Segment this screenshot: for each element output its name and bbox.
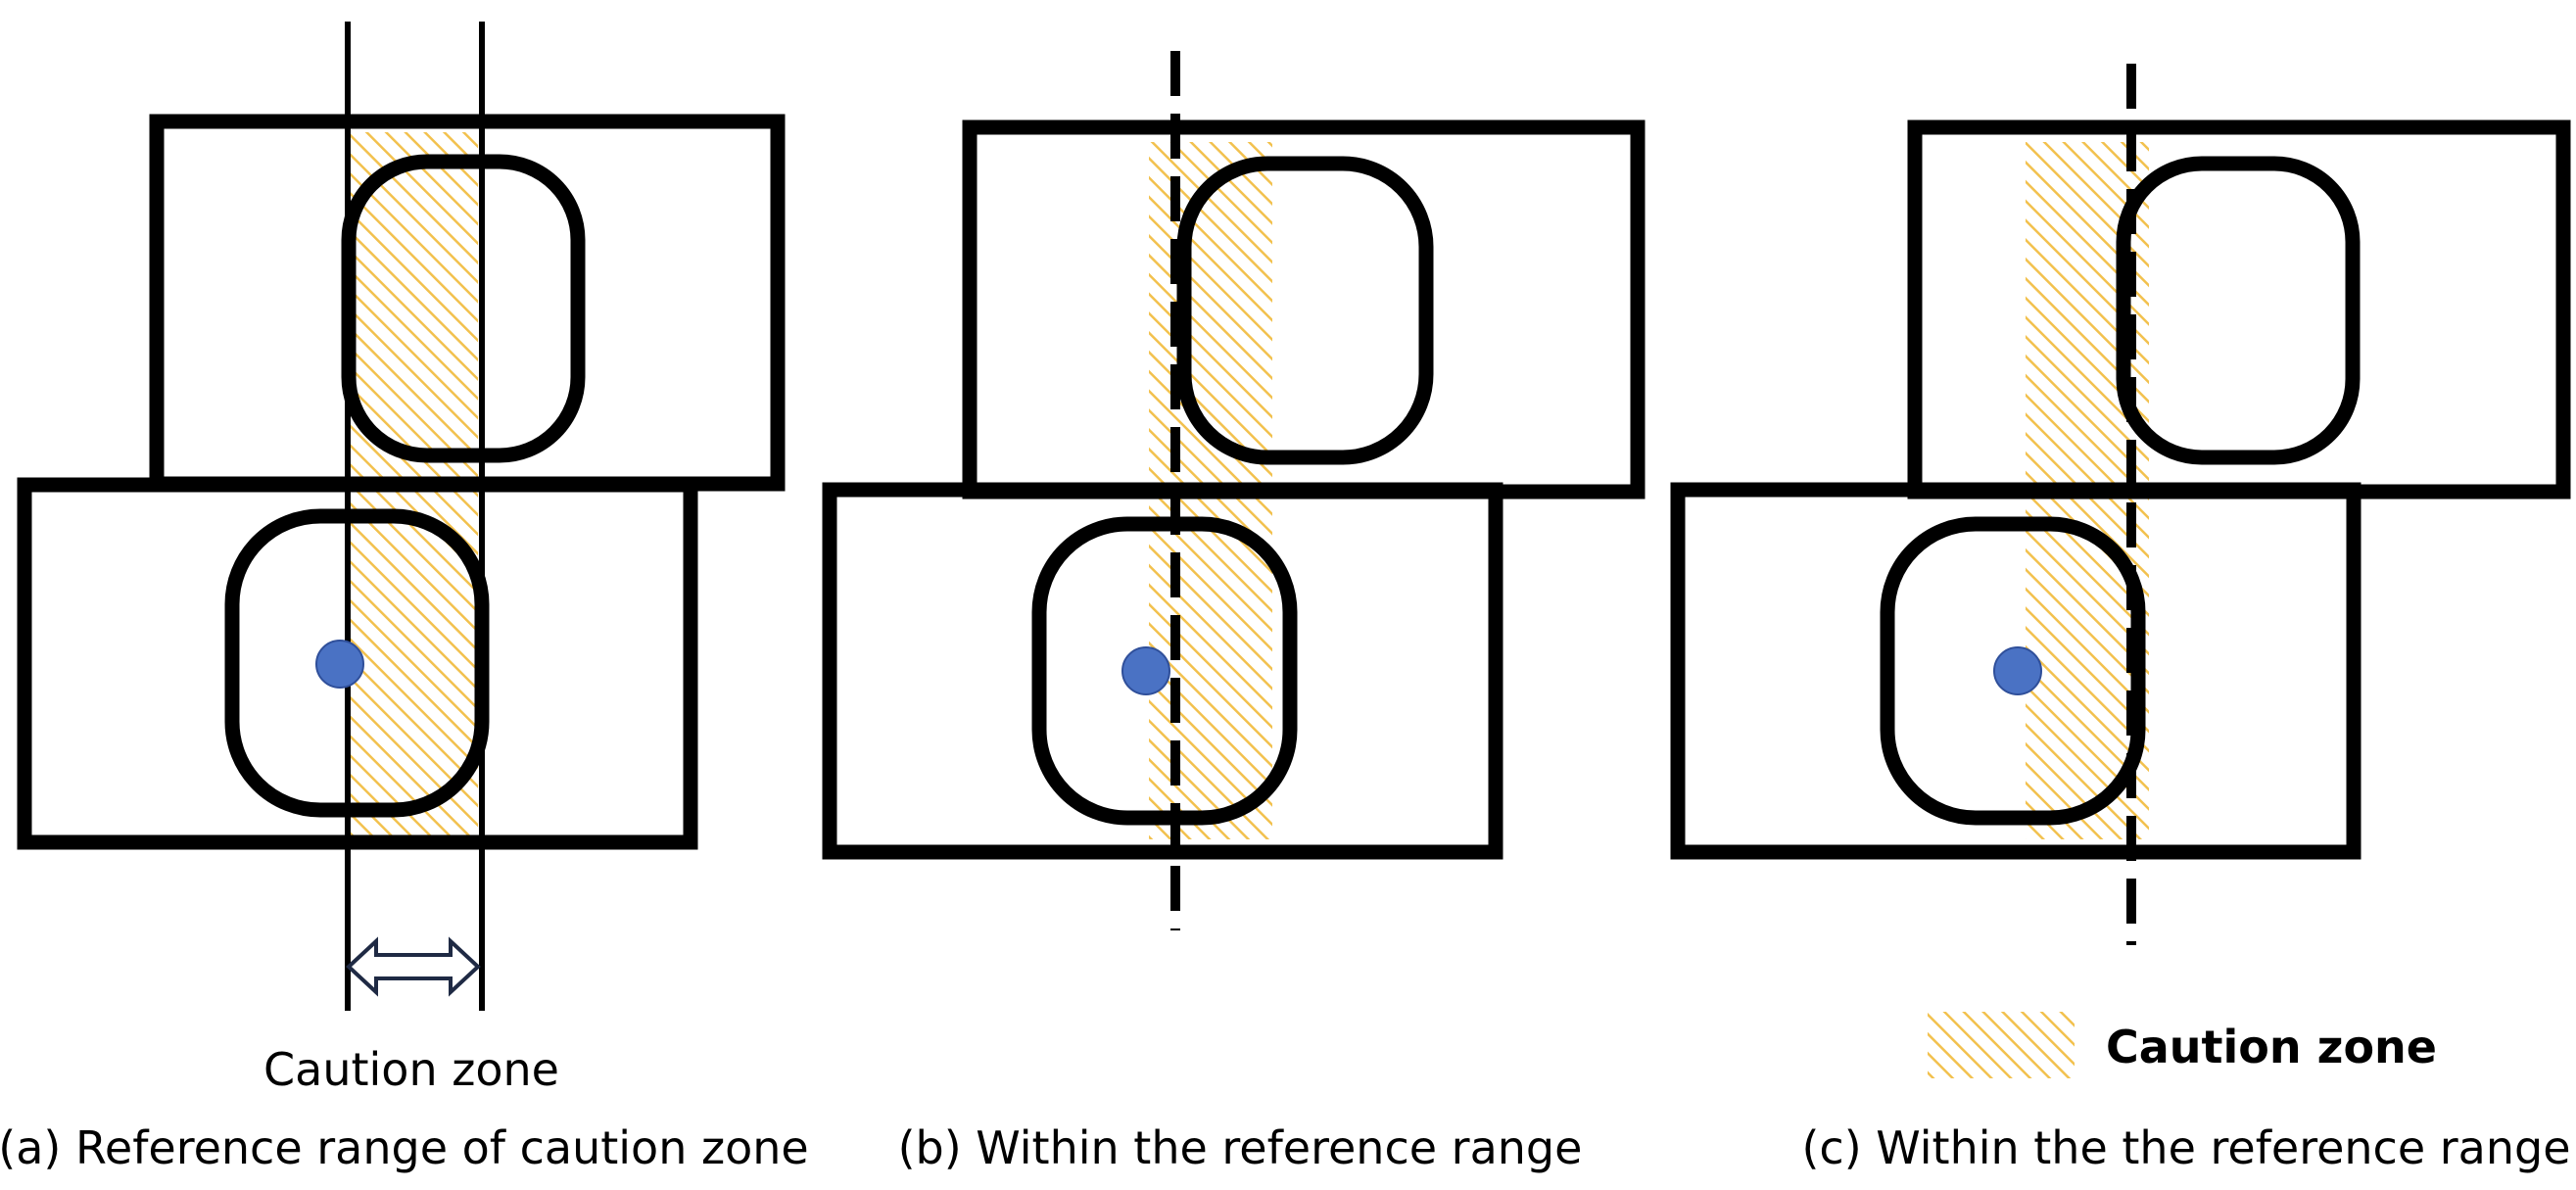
center-marker-b <box>1121 646 1170 695</box>
panel-b: (b) Within the reference range <box>822 51 1646 1174</box>
lower-vehicle-a <box>17 477 698 850</box>
double-arrow-icon <box>346 936 481 997</box>
zone-label-a: Caution zone <box>263 1043 559 1096</box>
center-marker-a <box>315 640 364 689</box>
panel-a: Caution zone (a) Reference range of caut… <box>0 22 809 1174</box>
upper-vehicle-b <box>962 119 1646 500</box>
legend-label: Caution zone <box>2106 1021 2437 1073</box>
legend: Caution zone <box>1928 1012 2437 1078</box>
center-marker-c <box>1993 646 2042 695</box>
upper-wheel-c <box>2116 156 2361 465</box>
caption-b: (b) Within the reference range <box>898 1121 1583 1174</box>
lower-wheel-c <box>1880 516 2146 826</box>
caption-c: (c) Within the the reference range <box>1801 1121 2570 1174</box>
upper-vehicle-c <box>1907 119 2571 500</box>
lower-vehicle-b <box>822 482 1503 860</box>
caption-a: (a) Reference range of caution zone <box>0 1121 809 1174</box>
legend-swatch <box>1928 1012 2075 1078</box>
upper-wheel-b <box>1176 156 1434 465</box>
panel-c: (c) Within the the reference range <box>1670 64 2571 1174</box>
lower-vehicle-c <box>1670 482 2361 860</box>
lower-wheel-b <box>1031 516 1298 826</box>
